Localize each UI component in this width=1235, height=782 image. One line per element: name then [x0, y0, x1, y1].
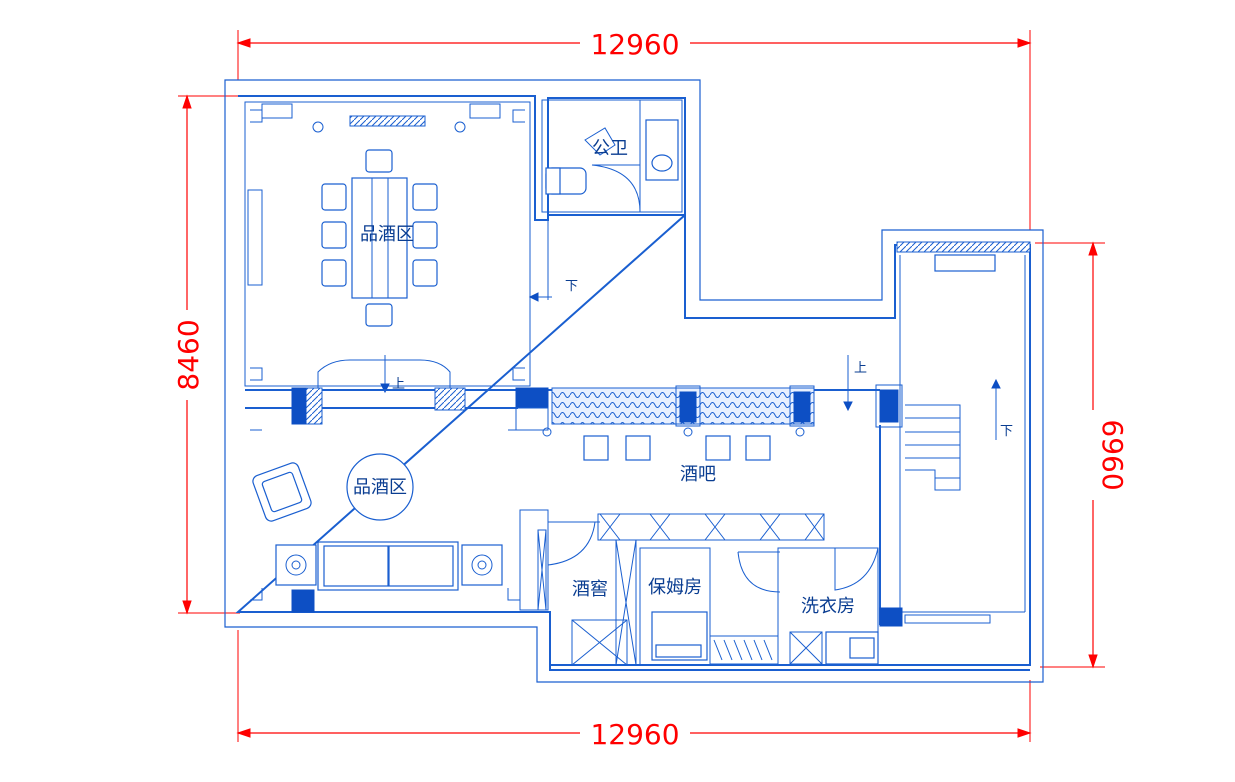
room-label-wine-cellar: 酒窖 [572, 579, 608, 600]
dimension-bottom: 12960 [236, 630, 1032, 751]
stair-mark-up-right: 上 [854, 361, 867, 376]
dimension-right: 6960 [1035, 241, 1129, 669]
outer-boundary [224, 79, 1044, 683]
lower-wall [549, 612, 1030, 671]
room-label-public-bath: 公卫 [592, 138, 628, 159]
armchair [252, 462, 312, 522]
nanny-room: 保姆房 [597, 513, 825, 666]
dimension-right-label: 6960 [1096, 419, 1129, 490]
side-tables [275, 544, 503, 586]
tasting-room-top: 品酒区 上 [244, 101, 531, 394]
dimension-left: 8460 [172, 94, 240, 615]
stair-mark-down-right: 下 [1000, 424, 1013, 439]
laundry-room: 洗衣房 [737, 547, 879, 666]
bar-stools [583, 435, 771, 461]
dimension-top: 12960 [236, 28, 1032, 230]
wine-cellar: 酒窖 [519, 509, 628, 666]
sofa [317, 541, 459, 591]
room-label-tasting-bottom: 品酒区 [353, 477, 407, 498]
round-table [346, 453, 414, 521]
room-label-bar: 酒吧 [680, 464, 716, 485]
public-bathroom: 公卫 下 [528, 99, 683, 302]
stair-mark-up-left: 上 [392, 377, 405, 392]
room-label-tasting-top: 品酒区 [360, 224, 414, 245]
dimension-bottom-label: 12960 [590, 718, 679, 751]
sink-counter [645, 119, 679, 181]
stair-mark-down-top: 下 [565, 279, 578, 294]
dimension-top-label: 12960 [590, 28, 679, 61]
room-label-laundry: 洗衣房 [801, 596, 855, 617]
right-wing: 上 下 [843, 241, 1031, 627]
staircase [905, 404, 961, 491]
dimension-left-label: 8460 [172, 319, 205, 390]
room-label-nanny-room: 保姆房 [648, 577, 702, 598]
tasting-room-bottom: 品酒区 [250, 429, 520, 613]
bar-counter: 酒吧 [542, 385, 815, 485]
dining-chairs [321, 149, 438, 327]
inner-wall-outline [235, 95, 1031, 666]
